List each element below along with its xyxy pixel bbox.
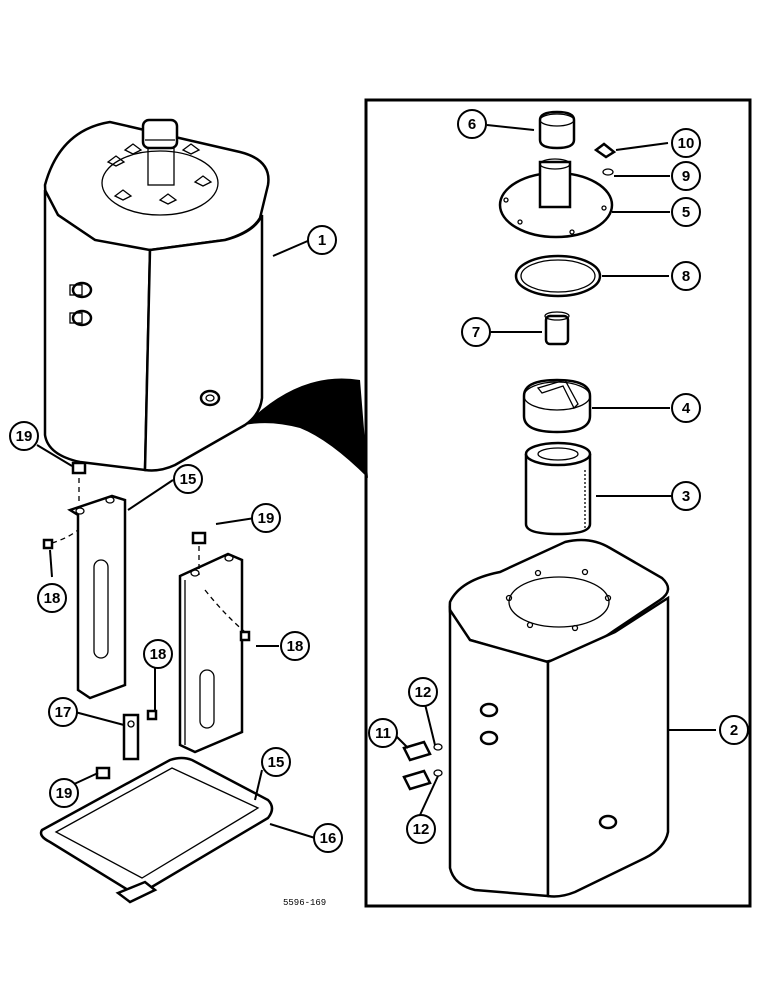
svg-text:10: 10 [678,135,695,152]
callout-2: 2 [719,715,749,745]
fitting-icon [402,740,443,791]
callout-3: 3 [671,481,701,511]
washer-icon [602,168,614,176]
svg-text:7: 7 [472,324,480,341]
callout-7: 7 [461,317,491,347]
svg-text:12: 12 [415,684,432,701]
callout-15b: 15 [261,747,291,777]
callout-19a: 19 [9,421,39,451]
callout-11: 11 [368,718,398,748]
svg-text:18: 18 [287,638,304,655]
svg-text:18: 18 [44,590,61,607]
bracket-left [67,494,127,700]
svg-text:19: 19 [16,428,33,445]
callout-18c: 18 [143,639,173,669]
callout-15a: 15 [173,464,203,494]
callout-12a: 12 [408,677,438,707]
svg-text:6: 6 [468,116,476,133]
pointer-arrow [245,378,368,478]
svg-text:19: 19 [258,510,275,527]
svg-text:1: 1 [318,232,326,249]
svg-text:4: 4 [682,400,691,417]
svg-text:2: 2 [730,722,738,739]
svg-text:18: 18 [150,646,167,663]
strap-icon [39,756,274,904]
clip-icon [122,713,140,761]
fitting-icon [69,281,93,327]
callout-9: 9 [671,161,701,191]
drawing-reference: 5596-169 [283,898,326,908]
svg-text:3: 3 [682,488,690,505]
callout-18a: 18 [37,583,67,613]
svg-text:12: 12 [413,821,430,838]
svg-text:15: 15 [180,471,197,488]
hardware-icons [42,461,251,780]
svg-text:19: 19 [56,785,73,802]
callout-1: 1 [307,225,337,255]
o-ring-icon [514,254,602,298]
svg-text:8: 8 [682,268,690,285]
callout-bubbles: 1 2 3 4 5 6 7 8 9 10 11 12 12 15 15 16 1… [9,109,749,853]
filter-element-icon [524,441,592,536]
callout-10: 10 [671,128,701,158]
wing-nut-icon [593,142,617,159]
callout-8: 8 [671,261,701,291]
bracket-right [178,552,244,754]
svg-text:5: 5 [682,204,690,221]
callout-16: 16 [313,823,343,853]
drain-port-icon [199,389,221,407]
svg-text:17: 17 [55,704,72,721]
callout-17: 17 [48,697,78,727]
svg-text:15: 15 [268,754,285,771]
callout-4: 4 [671,393,701,423]
insert-icon [544,311,570,346]
inset-frame [364,98,752,908]
callout-12b: 12 [406,814,436,844]
svg-text:16: 16 [320,830,337,847]
callout-18b: 18 [280,631,310,661]
filter-cover-icon [522,378,592,434]
tank-icon [448,538,670,898]
callout-5: 5 [671,197,701,227]
svg-text:9: 9 [682,168,690,185]
callout-19b: 19 [251,503,281,533]
callout-6: 6 [457,109,487,139]
tank-assembly [43,118,270,472]
leader-lines [36,124,716,839]
wing-nut-icon [106,143,213,205]
filler-cap-icon [538,110,576,150]
flange-icon [498,158,614,239]
svg-text:11: 11 [375,725,391,742]
callout-19c: 19 [49,778,79,808]
